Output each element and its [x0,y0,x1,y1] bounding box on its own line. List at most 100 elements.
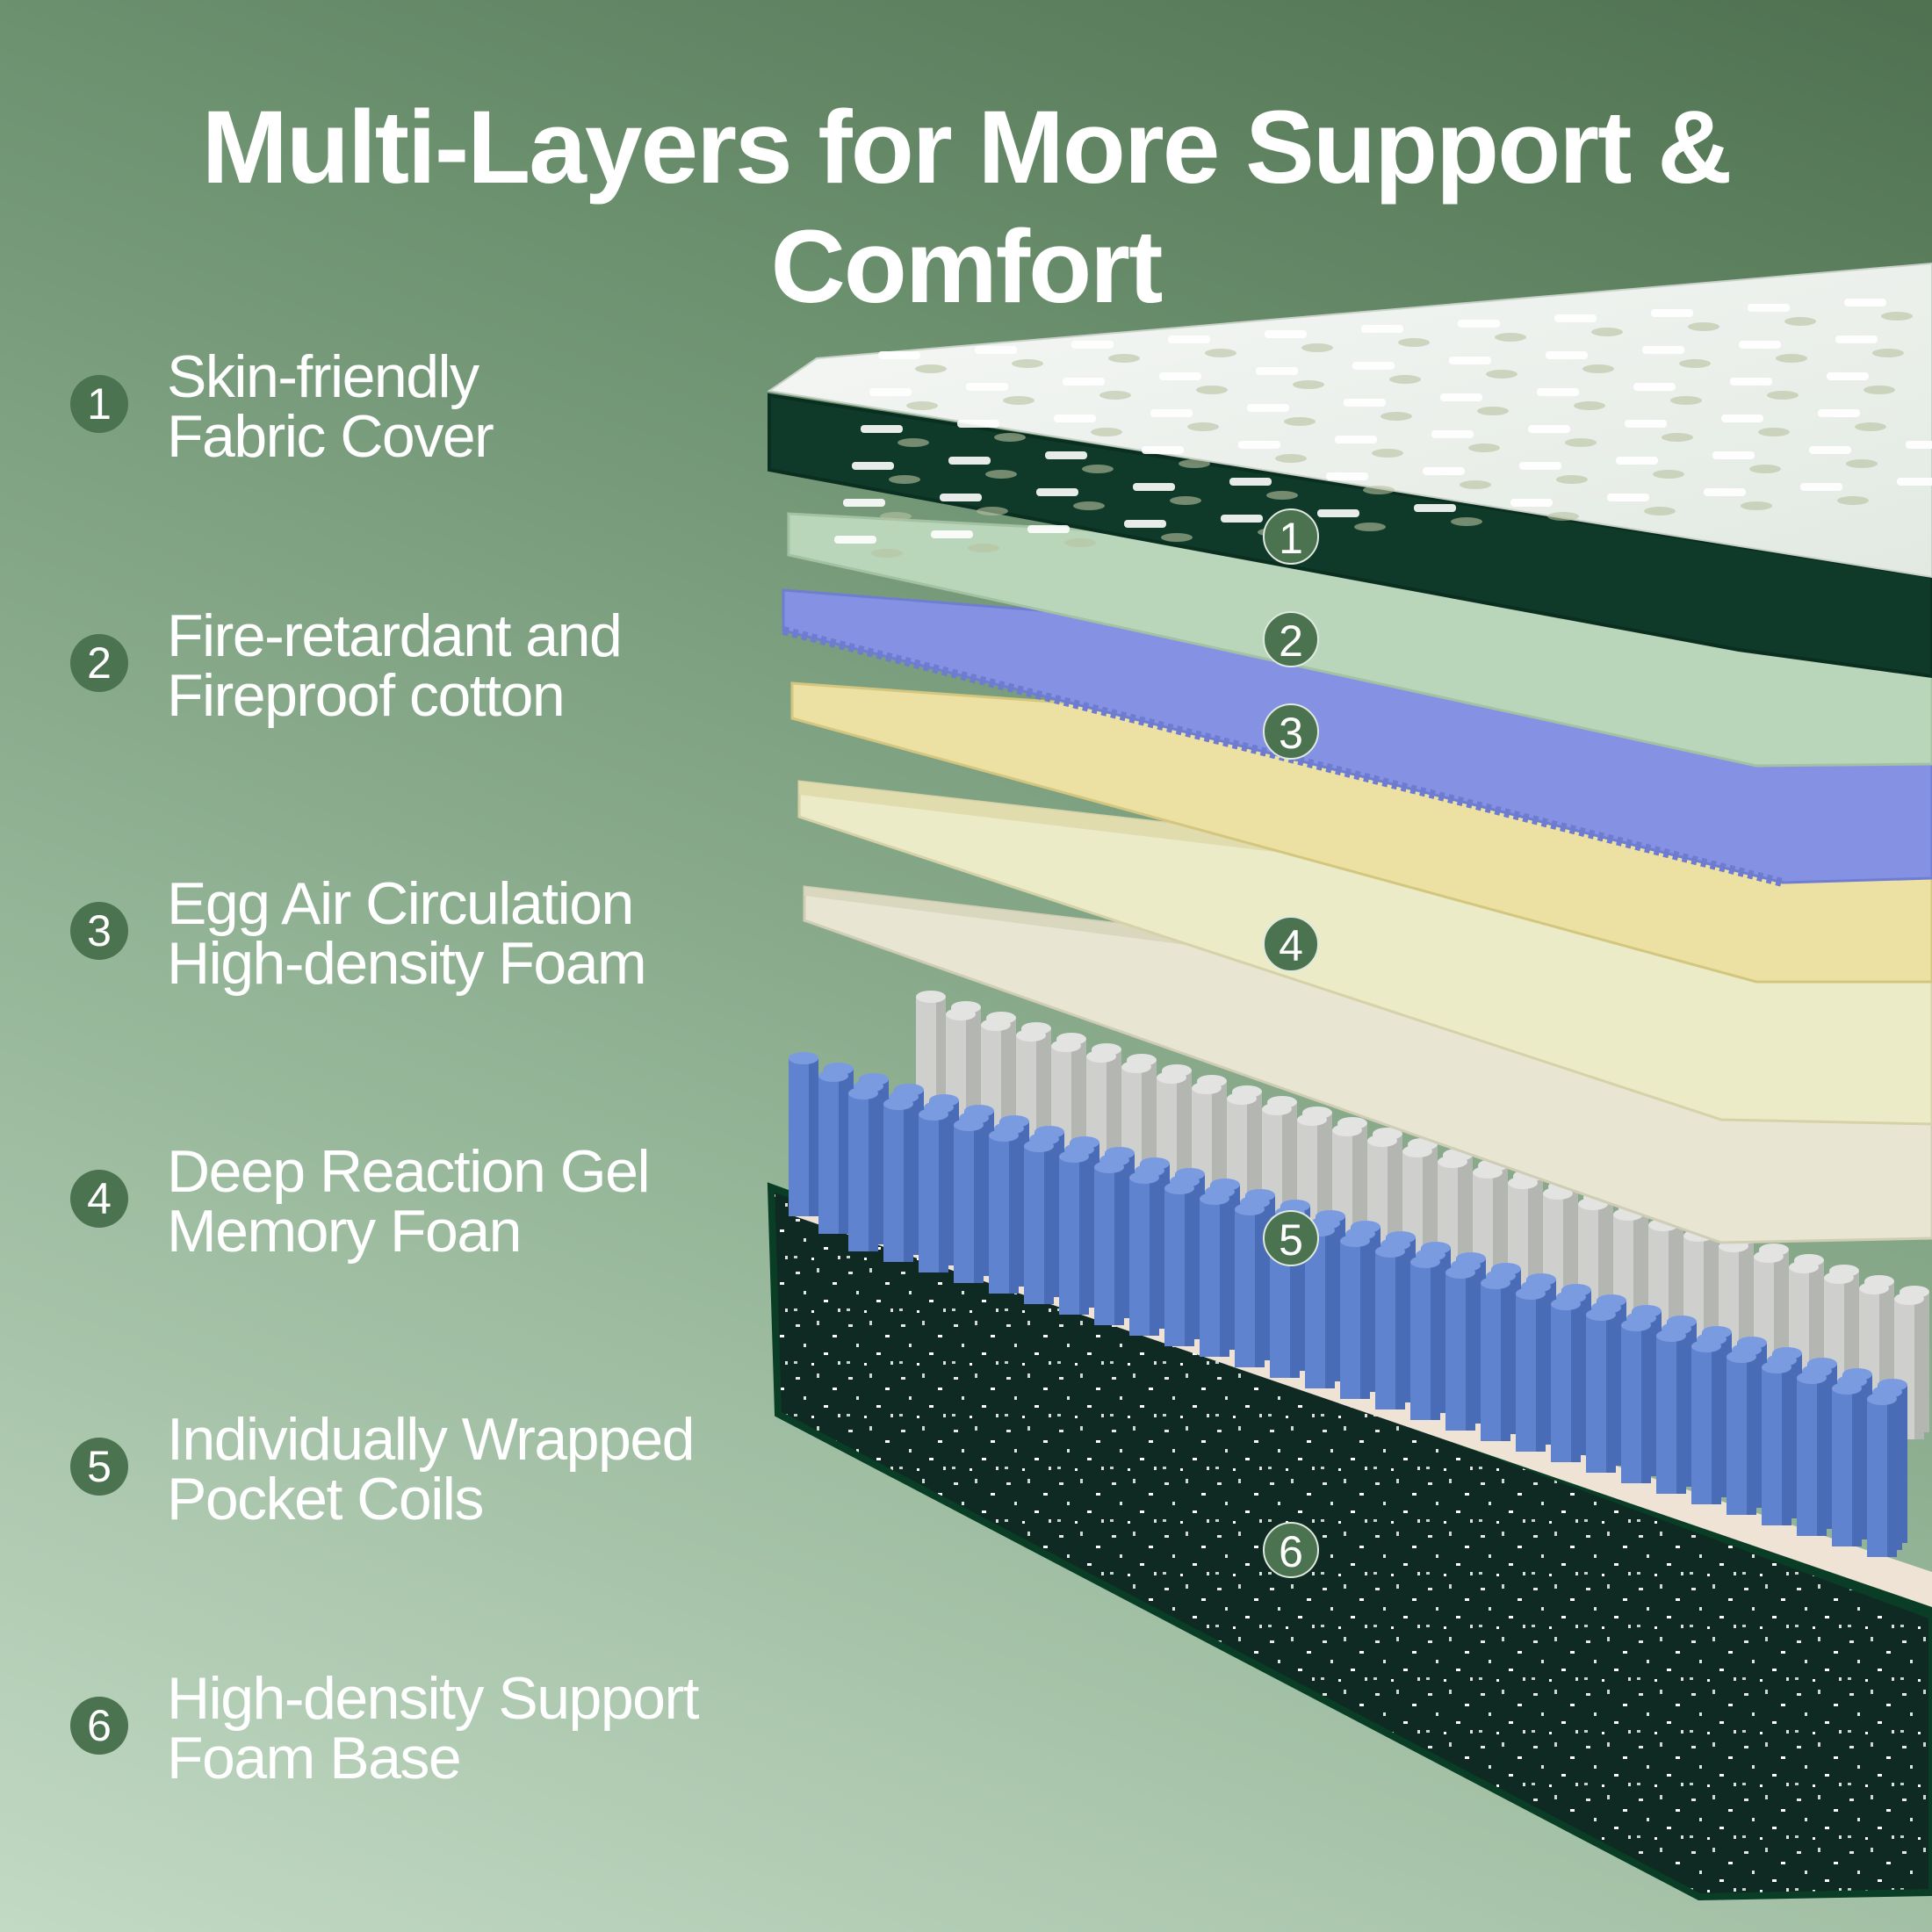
quilt-dimple [1556,475,1588,484]
quilt-dimple [1108,354,1140,363]
legend-item-fireproof-cotton: 2 Fire-retardant and Fireproof cotton [70,606,738,729]
legend-label: Egg Air Circulation High-density Foam [167,870,647,993]
quilt-dimple [898,438,929,447]
quilt-dimple [1749,465,1781,473]
quilt-stitch [1537,388,1579,396]
quilt-dimple [1881,312,1913,321]
quilt-stitch [1142,446,1184,454]
quilt-dimple [1293,380,1324,389]
layer-number-badge: 3 [70,902,128,960]
quilt-stitch [1721,415,1763,422]
quilt-stitch [1335,436,1377,443]
quilt-dimple [1872,349,1904,357]
quilt-dimple [1398,338,1430,347]
quilt-stitch [1256,367,1298,375]
pocket-coil [1551,1298,1581,1462]
quilt-stitch [1607,494,1649,501]
quilt-stitch [1818,409,1860,417]
quilt-dimple [1574,401,1605,410]
legend-label-line2: Fireproof cotton [167,662,566,729]
pocket-coil [1059,1150,1089,1315]
quilt-stitch [1458,320,1500,328]
quilt-stitch [834,536,876,544]
quilt-dimple [1451,517,1482,526]
quilt-stitch [1440,393,1482,401]
quilt-stitch [1352,362,1395,370]
pocket-coil [1445,1266,1475,1431]
legend-label: Fire-retardant and Fireproof cotton [167,606,623,729]
quilt-dimple [1582,364,1614,373]
svg-text:1: 1 [1279,514,1303,563]
quilt-stitch [1739,341,1781,349]
quilt-dimple [968,544,999,552]
legend-label: Skin-friendly Fabric Cover [167,343,494,466]
pocket-coil [1164,1182,1194,1346]
quilt-dimple [1161,533,1193,542]
quilt-dimple [915,364,947,373]
pocket-coil [1727,1351,1756,1515]
quilt-stitch [1835,335,1878,343]
quilt-stitch [1748,304,1790,312]
quilted-cover-pattern [834,299,1932,558]
pocket-coil [1516,1287,1546,1452]
pocket-coil [1691,1340,1721,1504]
quilt-dimple [1381,412,1412,421]
quilt-dimple [1187,422,1219,431]
quilt-stitch [1704,488,1746,496]
quilt-stitch [948,457,991,465]
legend-label: Deep Reaction Gel Memory Foan [167,1142,651,1261]
quilt-dimple [977,507,1008,515]
quilt-stitch [1712,451,1755,459]
legend-item-egg-foam: 3 Egg Air Circulation High-density Foam [70,874,738,997]
quilt-dimple [1266,491,1298,500]
quilt-dimple [1196,386,1228,394]
quilt-dimple [1179,459,1210,468]
quilt-stitch [1221,515,1263,523]
quilt-stitch [1897,478,1932,486]
quilt-dimple [1170,496,1201,505]
quilt-stitch [1651,309,1693,317]
legend-label: High-density Support Foam Base [167,1665,700,1791]
legend-label-line1: Egg Air Circulation [167,870,634,937]
quilt-dimple [1855,422,1886,431]
quilt-stitch [1554,314,1597,322]
legend-label-line1: Skin-friendly [167,343,479,410]
quilt-stitch [869,388,912,396]
legend-label-line2: Foam Base [167,1725,462,1791]
quilt-stitch [861,425,903,433]
pocket-coil [789,1052,818,1216]
legend-item-gel-memory-foam: 4 Deep Reaction Gel Memory Foan [70,1142,738,1265]
quilt-dimple [1644,507,1676,515]
layer-badge-2: 2 [1263,611,1319,667]
quilt-stitch [1844,299,1886,306]
quilt-stitch [940,494,982,501]
svg-text:3: 3 [1279,709,1303,758]
quilt-dimple [1864,386,1895,394]
pocket-coil [1129,1171,1159,1336]
quilt-dimple [1591,328,1623,336]
quilt-stitch [1045,451,1087,459]
quilt-stitch [1616,457,1658,465]
quilt-dimple [1468,443,1500,452]
quilt-stitch [1519,462,1561,470]
quilt-stitch [843,499,885,507]
quilt-stitch [1168,335,1210,343]
quilt-stitch [1906,441,1932,449]
quilt-dimple [1073,501,1105,510]
pocket-coil [1621,1319,1651,1483]
layer-number-badge: 4 [70,1170,128,1228]
layer-badge-3: 3 [1263,703,1319,760]
legend-label-line1: Individually Wrapped [167,1406,696,1473]
quilt-stitch [957,420,999,428]
quilt-stitch [852,462,894,470]
quilt-stitch [1027,525,1070,533]
quilt-dimple [871,549,903,558]
quilt-dimple [1758,428,1790,436]
legend-label-line1: High-density Support [167,1665,700,1732]
quilt-dimple [1565,438,1597,447]
layer-badge-1: 1 [1263,508,1319,565]
pocket-coil [1832,1382,1862,1546]
quilt-stitch [1625,420,1667,428]
quilt-stitch [1344,399,1386,407]
quilt-stitch [1528,425,1570,433]
